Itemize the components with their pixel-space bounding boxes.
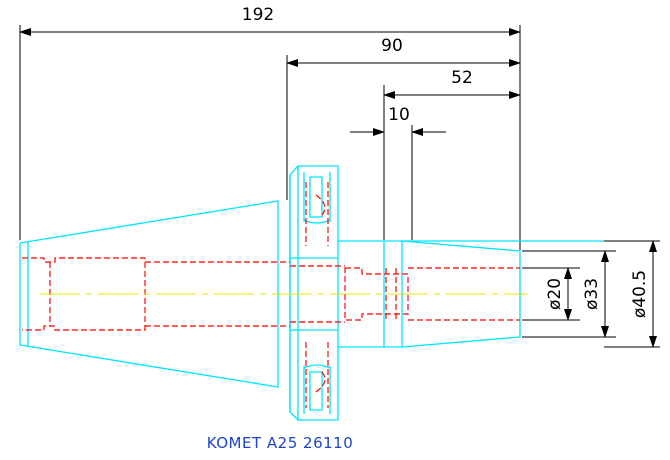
dim-nose-diameter: ø33 [582, 278, 602, 310]
flange [289, 165, 339, 421]
dim-nose-length: 52 [451, 68, 473, 88]
dim-overall-length: 192 [242, 5, 274, 25]
diameter-dimensions [402, 240, 660, 348]
dim-outer-diameter: ø40.5 [630, 270, 650, 318]
holder-outline [19, 165, 521, 421]
dim-bore-diameter: ø20 [545, 278, 565, 310]
horizontal-dimensions [19, 25, 521, 250]
dim-holder-length: 90 [381, 36, 403, 56]
part-caption: KOMET A25 26110 [206, 434, 354, 452]
dim-groove-width: 10 [388, 105, 410, 125]
taper-shank [19, 200, 279, 388]
hidden-bore-lines [22, 182, 520, 408]
